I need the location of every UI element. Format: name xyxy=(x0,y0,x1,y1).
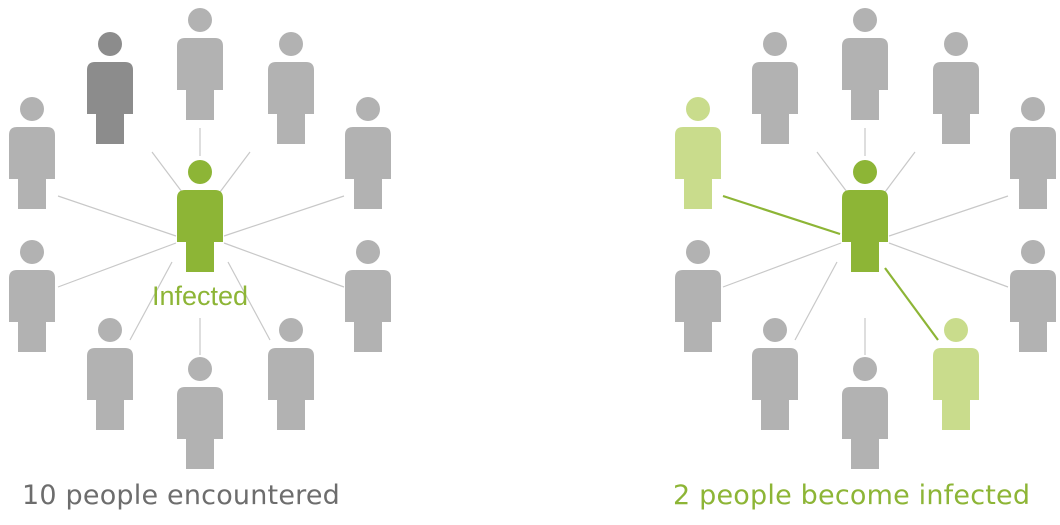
person-icon xyxy=(268,32,314,144)
person-icon xyxy=(842,8,888,120)
connection-lines xyxy=(722,128,1009,355)
contact-link xyxy=(888,195,1009,237)
person-icon xyxy=(345,97,391,209)
newly-infected-person-icon xyxy=(933,318,979,430)
contact-link xyxy=(219,151,251,193)
contact-link xyxy=(223,195,345,237)
contact-link xyxy=(223,242,345,288)
person-icon xyxy=(9,240,55,352)
infected-person-icon xyxy=(177,160,223,272)
person-icon xyxy=(9,97,55,209)
contact-link xyxy=(227,261,271,341)
contact-link xyxy=(794,261,838,341)
dark-person-icon xyxy=(87,32,133,144)
contact-link xyxy=(151,151,183,193)
contact-link xyxy=(722,242,842,288)
contact-link xyxy=(57,242,177,288)
person-icon xyxy=(842,357,888,469)
right-network-diagram xyxy=(675,8,1056,469)
person-icon xyxy=(177,8,223,120)
encounter-caption: 10 people encountered xyxy=(22,480,341,511)
newly-infected-person-icon xyxy=(675,97,721,209)
infection-caption: 2 people become infected xyxy=(673,480,1031,511)
contact-link xyxy=(884,151,916,193)
contact-link xyxy=(129,261,173,341)
person-icon xyxy=(268,318,314,430)
person-icon xyxy=(1010,240,1056,352)
contact-link xyxy=(816,151,848,193)
connection-lines xyxy=(57,128,345,355)
infected-person-icon xyxy=(842,160,888,272)
person-icon xyxy=(87,318,133,430)
infection-link xyxy=(884,267,939,341)
person-icon xyxy=(752,32,798,144)
contact-link xyxy=(57,195,177,237)
person-icon xyxy=(1010,97,1056,209)
contact-link xyxy=(888,242,1009,288)
person-icon xyxy=(177,357,223,469)
infected-label: Infected xyxy=(152,281,248,311)
left-network-diagram xyxy=(9,8,391,469)
person-icon xyxy=(933,32,979,144)
infection-link xyxy=(722,194,841,236)
person-icon xyxy=(345,240,391,352)
person-icon xyxy=(675,240,721,352)
person-icon xyxy=(752,318,798,430)
